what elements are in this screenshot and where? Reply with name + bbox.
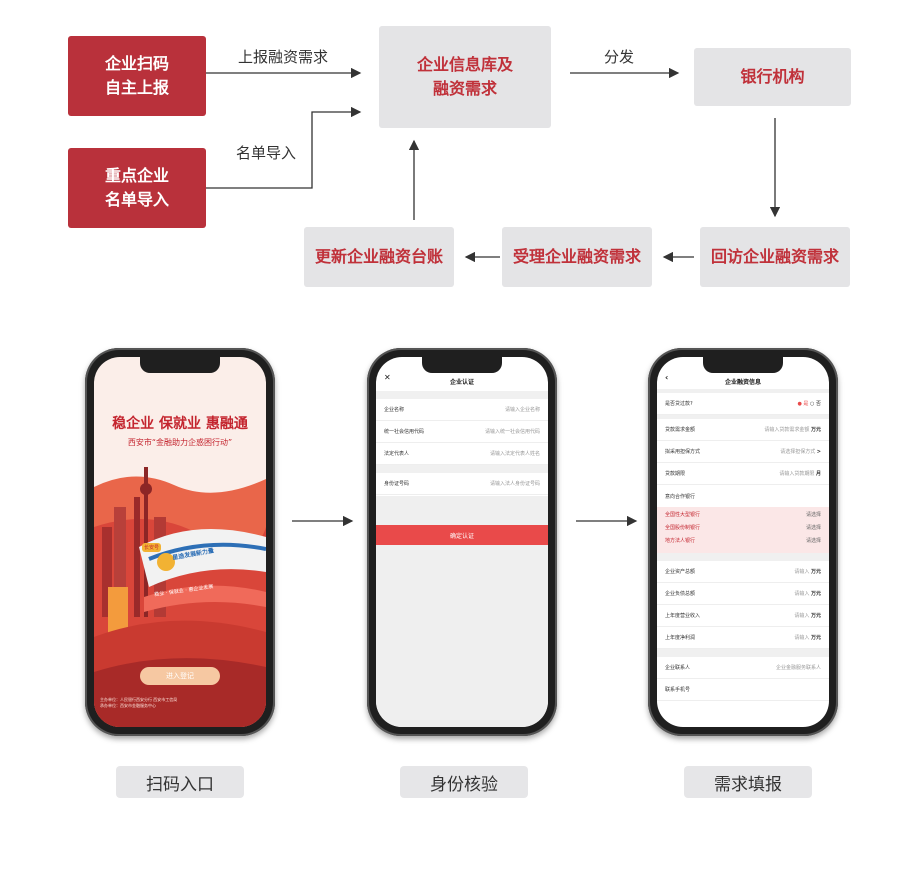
- field-revenue[interactable]: 上年度营业收入请输入 万元: [657, 605, 829, 627]
- arrow-import: [206, 106, 362, 189]
- box-enterprise-db: 企业信息库及融资需求: [379, 26, 551, 128]
- phone1-footer: 主办单位：人民银行西安分行 西安市工信局 承办单位：西安市金融服务中心: [100, 697, 260, 710]
- phone-scan-entry: 稳企业 保就业 惠融通 西安市“金融助力企惑困行动” 长安号 星途发展新力量 稳…: [85, 348, 275, 736]
- bank-header: 意向合作银行: [665, 493, 696, 500]
- field-id-number[interactable]: 身份证号码请输入法人身份证号码: [376, 473, 548, 495]
- field-guarantee[interactable]: 拟采用担保方式请选择担保方式 >: [657, 441, 829, 463]
- confirm-auth-button[interactable]: 确定认证: [376, 525, 548, 545]
- question-loan-history: 是否贷过款? ● 是 ○ 否: [657, 393, 829, 415]
- phone1-screen: 稳企业 保就业 惠融通 西安市“金融助力企惑困行动” 长安号 星途发展新力量 稳…: [94, 357, 266, 727]
- enter-register-button[interactable]: 进入登记: [140, 667, 220, 685]
- phone2-title: 企业认证: [449, 378, 474, 386]
- field-company-name[interactable]: 企业名称请输入企业名称: [376, 399, 548, 421]
- phone2-screen: ✕ 企业认证 企业名称请输入企业名称 统一社会信用代码请输入统一社会信用代码 法…: [376, 357, 548, 727]
- box-scan-report: 企业扫码自主上报: [68, 36, 206, 116]
- phone1-slogan: 稳企业 保就业 惠融通: [112, 416, 248, 432]
- bank-option[interactable]: 地方法人银行请选择: [665, 538, 821, 544]
- field-loan-amount[interactable]: 贷款需求金额请输入贷款需求金额 万元: [657, 419, 829, 441]
- field-credit-code[interactable]: 统一社会信用代码请输入统一社会信用代码: [376, 421, 548, 443]
- phone1-footer-line: 主办单位：人民银行西安分行 西安市工信局: [100, 697, 178, 702]
- field-contact-person[interactable]: 企业联系人企业金融服务联系人: [657, 657, 829, 679]
- caption-scan-entry: 扫码入口: [116, 766, 244, 798]
- back-icon[interactable]: ‹: [665, 373, 669, 382]
- label-import: 名单导入: [236, 144, 297, 162]
- phone-notch: [703, 357, 783, 373]
- radio-no[interactable]: ○ 否: [810, 401, 821, 407]
- field-contact-phone[interactable]: 联系手机号: [657, 679, 829, 701]
- field-loan-term[interactable]: 贷款期限请输入贷款期限 月: [657, 463, 829, 485]
- bank-options: 全国性大型银行请选择 全国股份制银行请选择 地方法人银行请选择: [657, 507, 829, 553]
- phone-identity-verify: ✕ 企业认证 企业名称请输入企业名称 统一社会信用代码请输入统一社会信用代码 法…: [367, 348, 557, 736]
- box-update-ledger: 更新企业融资台账: [304, 227, 454, 287]
- phone-notch: [140, 357, 220, 373]
- phone3-screen: ‹ 企业融资信息 是否贷过款? ● 是 ○ 否 贷款需求金额请输入贷款需求金额 …: [657, 357, 829, 727]
- field-total-assets[interactable]: 企业资产总额请输入 万元: [657, 561, 829, 583]
- phone1-subtitle: 西安市“金融助力企惑困行动”: [127, 438, 233, 447]
- box-bank: 银行机构: [694, 48, 851, 106]
- box-key-import: 重点企业名单导入: [68, 148, 206, 228]
- box-accept: 受理企业融资需求: [502, 227, 652, 287]
- field-net-profit[interactable]: 上年度净利润请输入 万元: [657, 627, 829, 649]
- phone3-navbar: ‹ 企业融资信息: [657, 373, 829, 389]
- label-report: 上报融资需求: [238, 48, 329, 66]
- phone1-illustration: [94, 467, 266, 727]
- caption-need-fill: 需求填报: [684, 766, 812, 798]
- bank-option[interactable]: 全国性大型银行请选择: [665, 512, 821, 518]
- label-dispatch: 分发: [604, 48, 635, 66]
- radio-yes[interactable]: ● 是: [797, 401, 809, 407]
- field-total-liabilities[interactable]: 企业负债总额请输入 万元: [657, 583, 829, 605]
- flow-connectors: [206, 67, 781, 263]
- caption-identity-verify: 身份核验: [400, 766, 528, 798]
- phone1-footer-line: 承办单位：西安市金融服务中心: [100, 703, 156, 709]
- phone3-title: 企业融资信息: [724, 378, 761, 386]
- box-revisit: 回访企业融资需求: [700, 227, 850, 287]
- phone-notch: [422, 357, 502, 373]
- phone1-badge: 长安号: [142, 543, 162, 552]
- phone-need-fill: ‹ 企业融资信息 是否贷过款? ● 是 ○ 否 贷款需求金额请输入贷款需求金额 …: [648, 348, 838, 736]
- bank-option[interactable]: 全国股份制银行请选择: [665, 525, 821, 531]
- field-legal-rep[interactable]: 法定代表人请输入法定代表人姓名: [376, 443, 548, 465]
- close-icon[interactable]: ✕: [384, 373, 391, 382]
- phone2-navbar: ✕ 企业认证: [376, 373, 548, 389]
